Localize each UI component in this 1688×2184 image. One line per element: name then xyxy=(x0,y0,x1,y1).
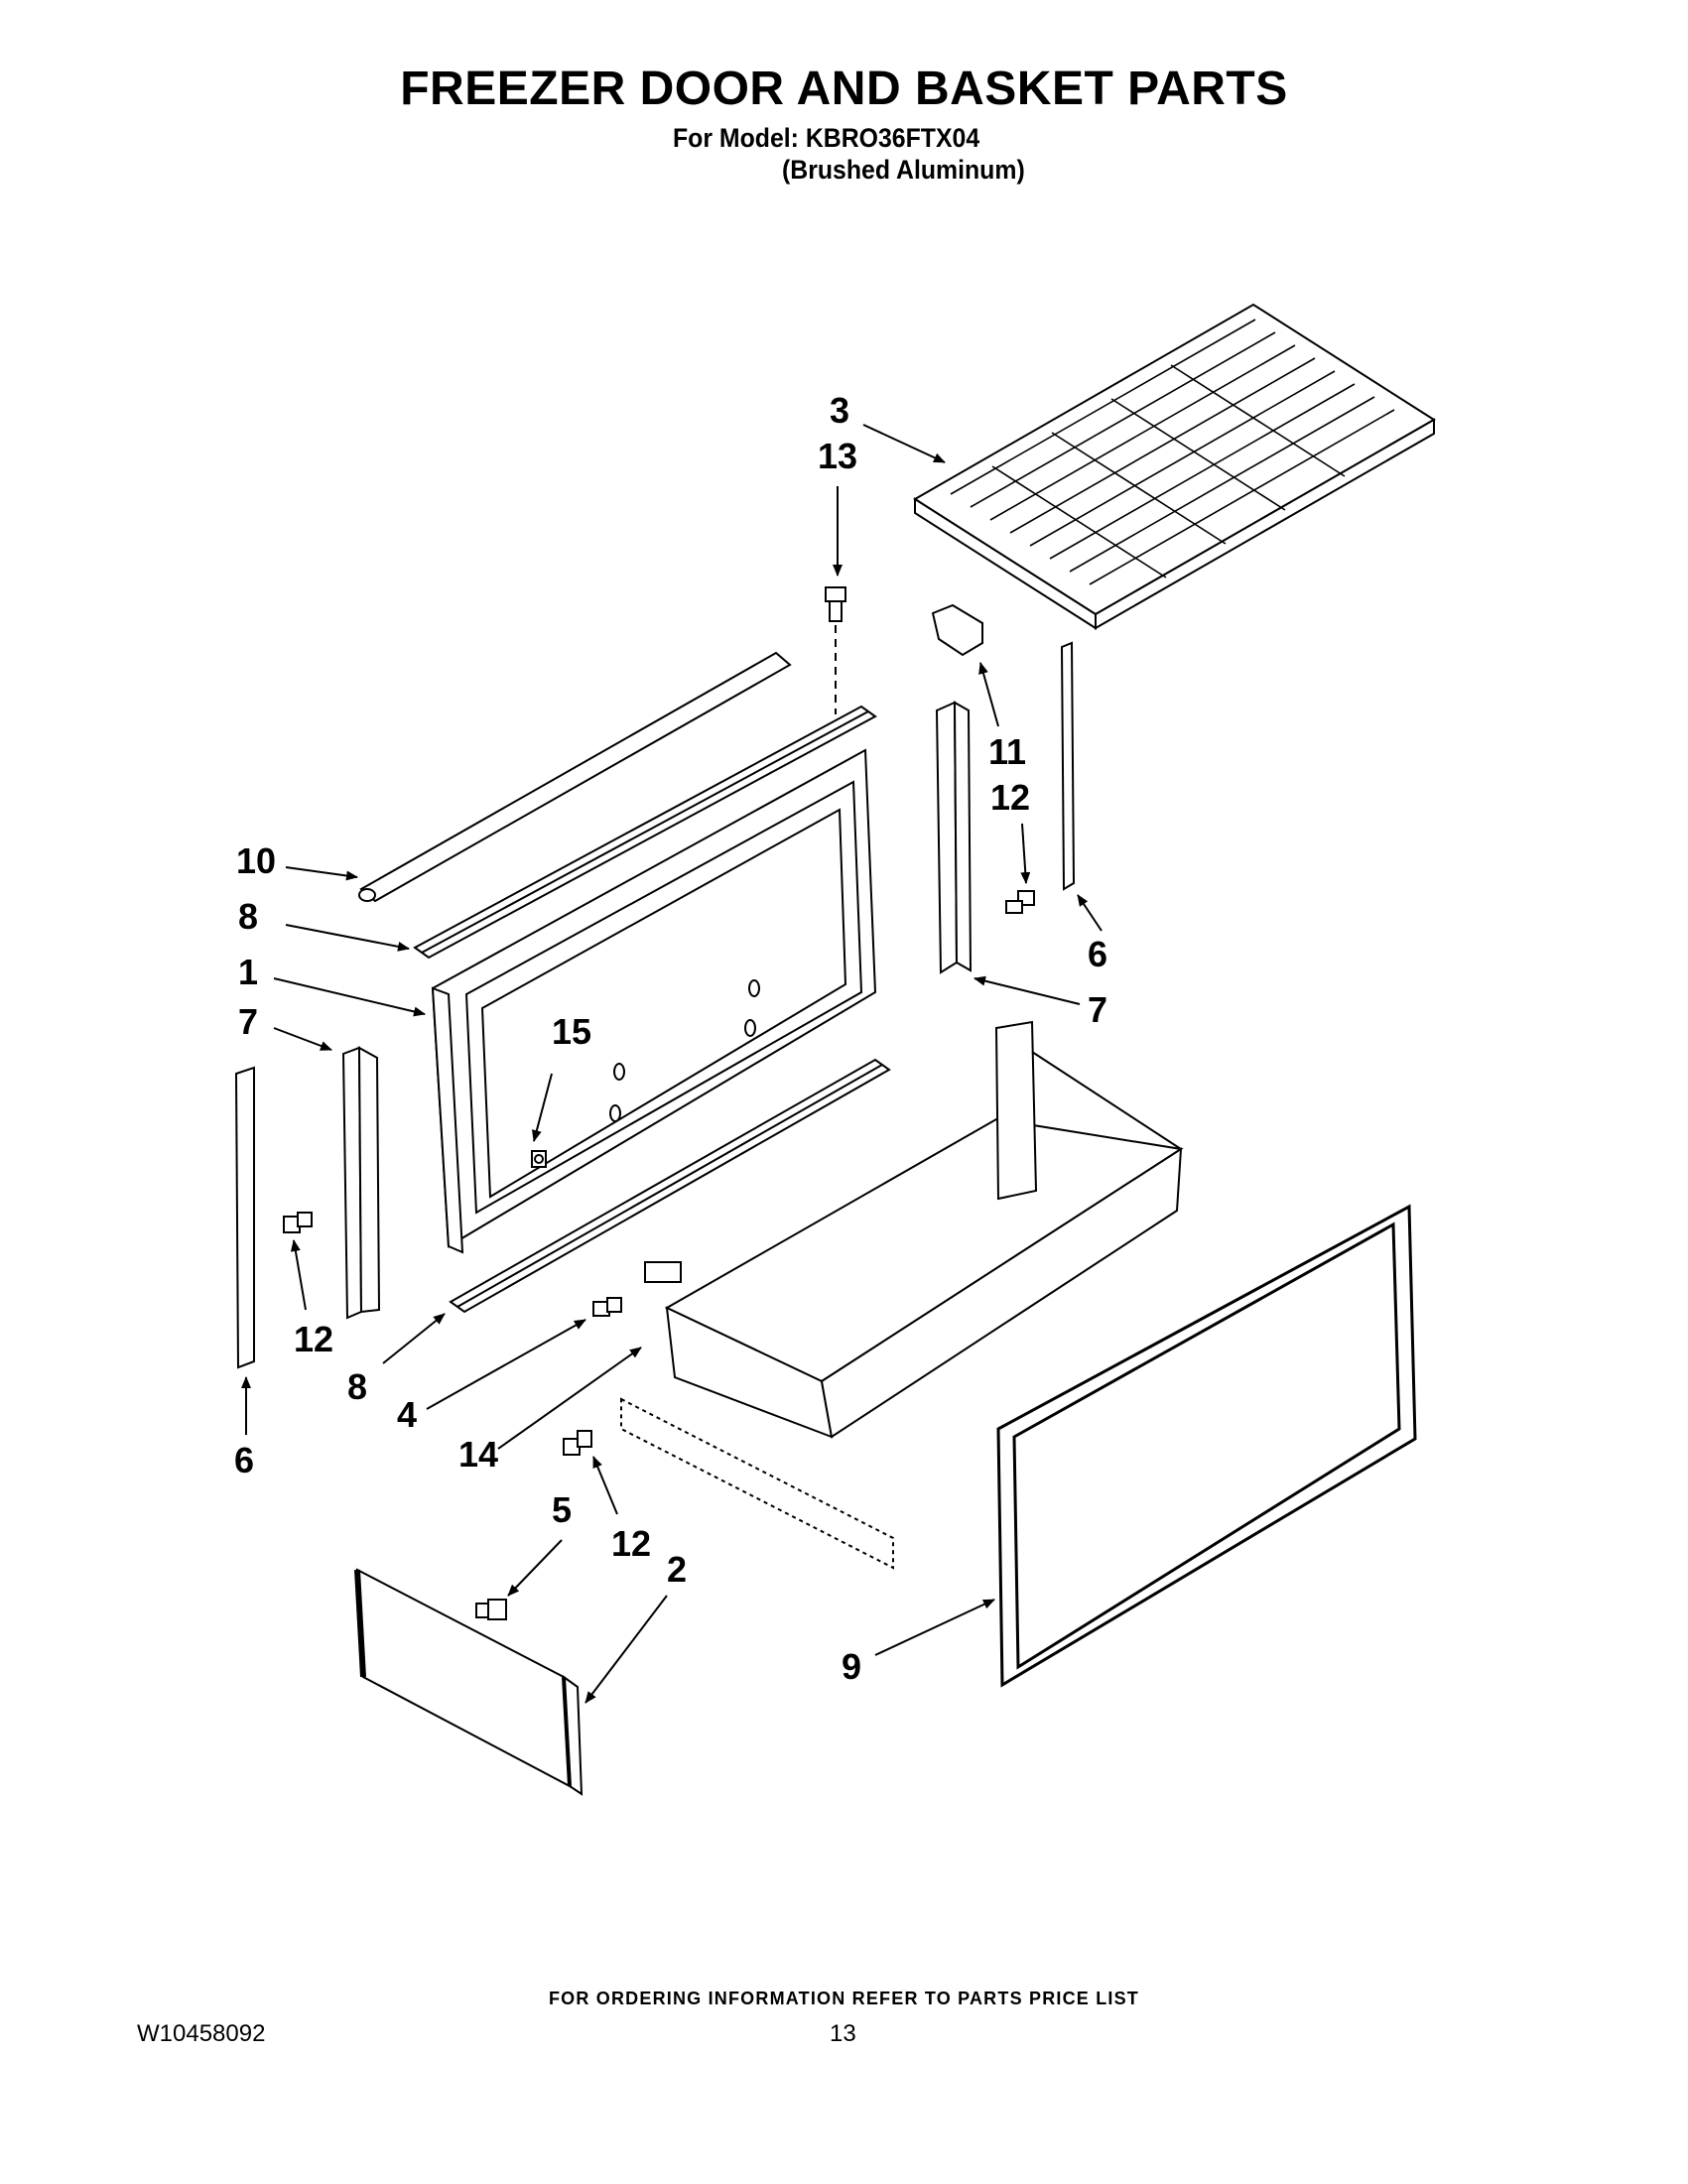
callout-labels: 3 13 11 12 6 7 10 8 1 7 15 12 8 4 14 6 5… xyxy=(234,390,1107,1687)
part-2-front-panel xyxy=(354,1568,584,1796)
callout-14: 14 xyxy=(458,1434,498,1475)
part-12-screw-lower xyxy=(563,1430,592,1456)
callout-1: 1 xyxy=(238,952,258,992)
part-8-top-trim xyxy=(413,705,877,960)
part-8-bottom-trim xyxy=(449,1058,891,1314)
page-number: 13 xyxy=(830,2020,856,2047)
part-5-fastener xyxy=(475,1599,507,1620)
callout-15: 15 xyxy=(552,1011,591,1052)
ordering-note: FOR ORDERING INFORMATION REFER TO PARTS … xyxy=(548,1989,1139,2008)
part-6-right-strip xyxy=(1060,641,1076,891)
part-7-right-hinge-rail xyxy=(935,701,973,974)
part-14-basket xyxy=(644,1020,1184,1439)
callout-8-bottom: 8 xyxy=(347,1366,367,1407)
part-12-screw-right xyxy=(1005,890,1035,914)
part-12-screw-left xyxy=(283,1212,313,1233)
callout-leaders xyxy=(241,424,1103,1704)
document-number: W10458092 xyxy=(137,2020,266,2047)
part-11-clip xyxy=(931,603,983,657)
callout-8-top: 8 xyxy=(238,896,258,937)
basket-rail-outline xyxy=(620,1397,894,1570)
callout-12-right: 12 xyxy=(990,777,1030,818)
callout-5: 5 xyxy=(552,1489,572,1530)
part-1-door-frame xyxy=(431,748,877,1254)
callout-12-left: 12 xyxy=(294,1319,333,1359)
model-number: For Model: KBRO36FTX04 xyxy=(673,123,980,153)
callout-7-left: 7 xyxy=(238,1001,258,1042)
callout-6-left: 6 xyxy=(234,1440,254,1480)
callout-7-right: 7 xyxy=(1088,989,1107,1030)
callout-3: 3 xyxy=(830,390,849,431)
part-6-left-strip xyxy=(234,1066,255,1369)
callout-12-lower: 12 xyxy=(611,1523,651,1564)
callout-4: 4 xyxy=(397,1394,417,1435)
part-9-gasket xyxy=(996,1204,1417,1688)
part-13-screw xyxy=(825,586,846,714)
part-7-left-hinge-rail xyxy=(341,1046,381,1320)
page-title: FREEZER DOOR AND BASKET PARTS xyxy=(400,63,1288,115)
callout-9: 9 xyxy=(842,1646,861,1687)
callout-13: 13 xyxy=(818,436,857,476)
part-10-tube xyxy=(358,651,792,903)
part-4-screw xyxy=(592,1297,622,1317)
callout-11: 11 xyxy=(988,731,1026,772)
callout-6-right: 6 xyxy=(1088,934,1107,974)
part-3-shelf-grille xyxy=(913,303,1436,630)
callout-10: 10 xyxy=(236,840,276,881)
part-15-fastener xyxy=(531,1150,547,1168)
callout-2: 2 xyxy=(667,1549,687,1590)
model-finish: (Brushed Aluminum) xyxy=(782,155,1025,185)
